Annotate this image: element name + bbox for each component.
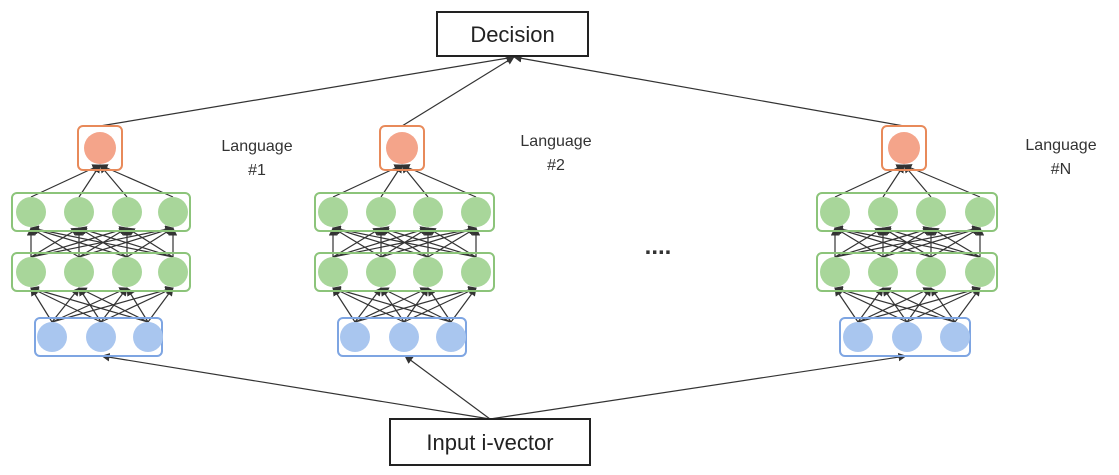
network-2-edge-in-h1: [427, 287, 452, 323]
network-1-output-box: [77, 125, 123, 171]
network-n-hidden-layer-2-box: [816, 192, 998, 232]
network-1-input-node: [133, 322, 163, 352]
network-2-edge-in-h1: [450, 287, 477, 323]
network-n-input-node: [940, 322, 970, 352]
network-1-edge-in-h1: [30, 286, 149, 323]
network-2-output-box: [379, 125, 425, 171]
ellipsis: ....: [645, 233, 672, 260]
network-n-hidden1-node: [965, 257, 995, 287]
network-2-hidden1-node: [318, 257, 348, 287]
network-1-hidden2-node: [112, 197, 142, 227]
network-2-output-node: [386, 132, 418, 164]
nodes-layer: [11, 125, 998, 357]
network-2-hidden1-node: [413, 257, 443, 287]
network-n-label-line1: Language: [1025, 137, 1096, 154]
network-1-label-line2: #1: [248, 162, 266, 179]
network-n-hidden1-node: [916, 257, 946, 287]
network-2-edge-in-h1: [380, 287, 452, 323]
network-2-hidden2-node: [413, 197, 443, 227]
network-1-hidden1-node: [112, 257, 142, 287]
network-n-hidden2-node: [916, 197, 946, 227]
network-2-label-line1: Language: [520, 133, 591, 150]
network-2-edge-in-h1: [332, 286, 452, 323]
network-1-hidden1-node: [158, 257, 188, 287]
network-2-edge-to-decision: [401, 56, 515, 127]
network-1-hidden-layer-2-box: [11, 192, 191, 232]
network-2-input-node: [389, 322, 419, 352]
network-2-hidden2-node: [366, 197, 396, 227]
network-1-hidden1-node: [16, 257, 46, 287]
input-box: Input i-vector: [389, 418, 591, 466]
network-2-input-node: [436, 322, 466, 352]
network-n-hidden1-node: [820, 257, 850, 287]
network-2-hidden1-node: [461, 257, 491, 287]
network-2-hidden2-node: [318, 197, 348, 227]
network-1-edge-in-h1: [147, 287, 174, 323]
network-1-hidden2-node: [64, 197, 94, 227]
network-n-edge-to-decision: [513, 54, 905, 127]
network-n-hidden1-node: [868, 257, 898, 287]
input-label: Input i-vector: [426, 430, 553, 455]
network-2-input-node: [340, 322, 370, 352]
network-n-hidden2-node: [965, 197, 995, 227]
network-1-edge-in-h1: [126, 287, 149, 323]
network-n-edge-in-h1: [954, 287, 981, 323]
network-1-hidden2-node: [158, 197, 188, 227]
network-2-hidden-layer-1-box: [314, 252, 495, 292]
network-n-edge-in-h1: [882, 287, 956, 323]
input-edge-network-1: [101, 353, 491, 420]
network-2-edge-in-h1: [332, 287, 405, 323]
decision-box: Decision: [436, 11, 589, 57]
connections-layer: [26, 54, 985, 420]
network-n-input-node: [892, 322, 922, 352]
input-edge-network-2: [404, 355, 491, 420]
network-1-hidden1-node: [64, 257, 94, 287]
network-1-label-line1: Language: [221, 138, 292, 155]
network-1-edge-to-decision: [99, 54, 515, 127]
network-1-hidden-layer-1-box: [11, 252, 191, 292]
network-n-label-line2: #N: [1051, 161, 1071, 178]
network-n-output-node: [888, 132, 920, 164]
network-2-hidden1-node: [366, 257, 396, 287]
network-2-hidden2-node: [461, 197, 491, 227]
network-n-output-box: [881, 125, 927, 171]
network-n-edge-in-h1: [930, 287, 956, 323]
network-1-input-node: [37, 322, 67, 352]
network-n-hidden2-node: [820, 197, 850, 227]
network-2-hidden-layer-2-box: [314, 192, 495, 232]
network-n-edge-in-h1: [834, 286, 956, 323]
network-1-edge-in-h1: [78, 287, 149, 323]
network-1-edge-in-h1: [30, 287, 102, 323]
network-n-input-node: [843, 322, 873, 352]
network-n-edge-in-h1: [834, 287, 908, 323]
network-1-output-node: [84, 132, 116, 164]
decision-label: Decision: [470, 22, 554, 47]
network-n-hidden2-node: [868, 197, 898, 227]
network-n-hidden-layer-1-box: [816, 252, 998, 292]
input-edge-network-n: [489, 352, 907, 420]
network-2-label-line2: #2: [547, 157, 565, 174]
network-1-input-node: [86, 322, 116, 352]
network-1-hidden2-node: [16, 197, 46, 227]
